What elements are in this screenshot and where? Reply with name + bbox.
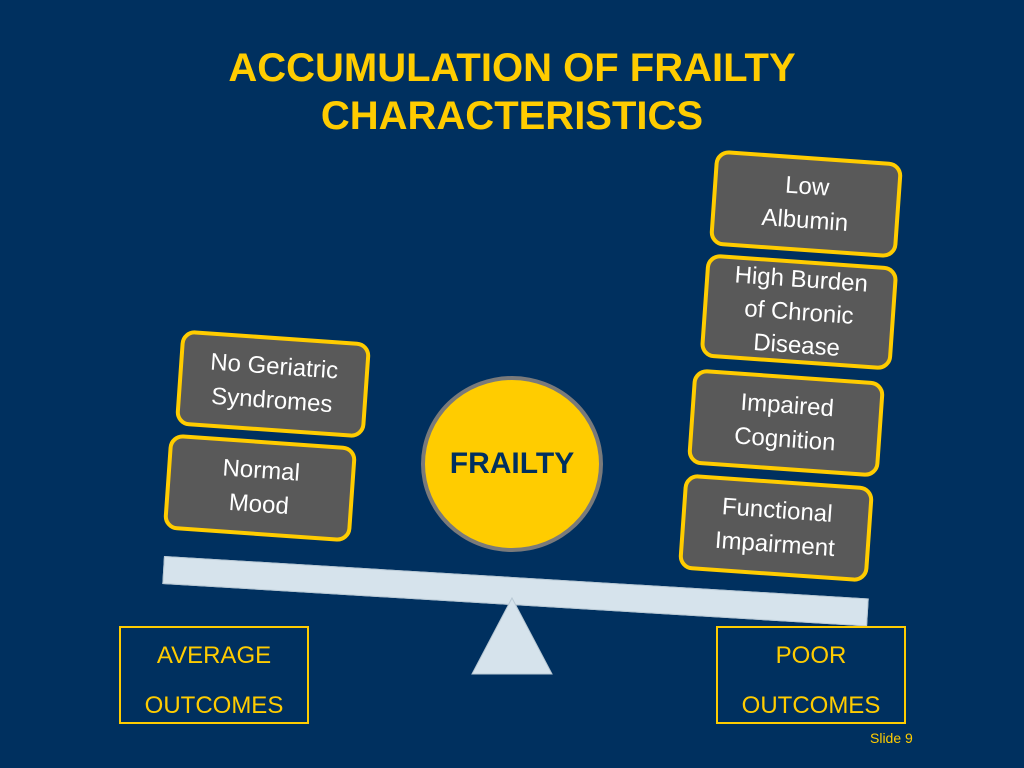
frailty-label: FRAILTY — [449, 447, 575, 480]
box-impaired-cognition-line-2: Cognition — [733, 422, 837, 457]
box-normal-mood: Normal Mood — [162, 433, 358, 543]
box-normal-mood-line-2: Mood — [227, 488, 290, 521]
box-high-burden-chronic-disease: High Burden of Chronic Disease — [699, 253, 899, 371]
frailty-circle: FRAILTY — [421, 376, 603, 552]
title-line-2: CHARACTERISTICS — [320, 94, 704, 138]
box-low-albumin: Low Albumin — [708, 149, 904, 259]
slide-title: ACCUMULATION OF FRAILTY CHARACTERISTICS — [100, 44, 924, 140]
average-outcomes-box: AVERAGE OUTCOMES — [119, 626, 309, 724]
box-low-albumin-line-2: Albumin — [760, 203, 850, 237]
scale-fulcrum-icon — [471, 596, 553, 675]
average-outcomes-line-1: AVERAGE — [156, 642, 272, 669]
poor-outcomes-line-1: POOR — [775, 642, 847, 669]
box-normal-mood-line-1: Normal — [221, 454, 301, 487]
box-no-geriatric-syndromes: No Geriatric Syndromes — [174, 329, 372, 439]
box-functional-impairment: Functional Impairment — [677, 473, 875, 583]
box-impaired-cognition: Impaired Cognition — [686, 368, 886, 478]
slide-number: Slide 9 — [870, 730, 913, 746]
average-outcomes-line-2: OUTCOMES — [144, 692, 284, 719]
poor-outcomes-line-2: OUTCOMES — [741, 692, 881, 719]
title-line-1: ACCUMULATION OF FRAILTY — [228, 46, 796, 90]
poor-outcomes-box: POOR OUTCOMES — [716, 626, 906, 724]
box-functional-impairment-line-2: Impairment — [714, 526, 836, 563]
